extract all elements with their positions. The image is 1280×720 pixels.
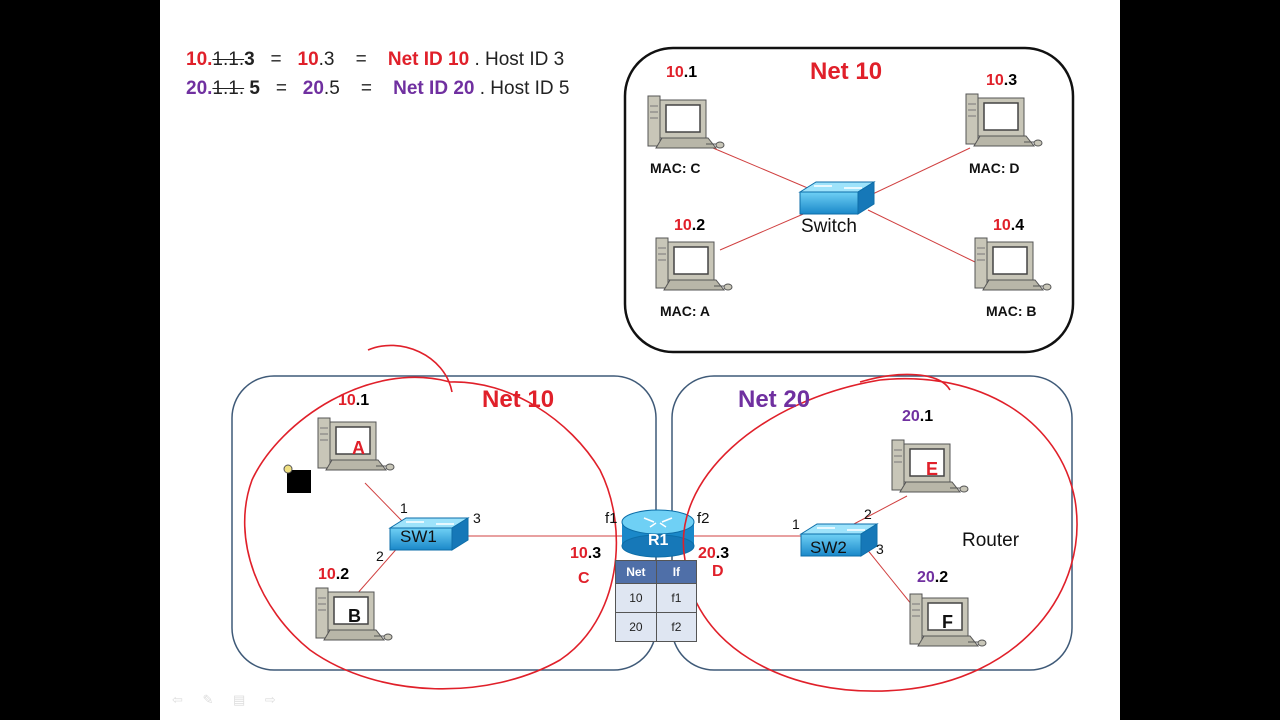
sw1-port-3: 3 bbox=[473, 510, 481, 526]
host-b-ip: 10.2 bbox=[318, 566, 350, 583]
sw2-port-3: 3 bbox=[876, 541, 884, 557]
table-row: 10 f1 bbox=[615, 583, 698, 613]
equation-line-1: 10.1.1.3 = 10.3 = Net ID 10 . Host ID 3 bbox=[186, 49, 564, 71]
inset-pc-c-icon bbox=[647, 95, 725, 149]
net20-title: Net 20 bbox=[738, 386, 811, 413]
inset-pc-d-icon bbox=[965, 93, 1043, 147]
net20-box bbox=[671, 375, 1073, 671]
router-right-ip: 20.3 bbox=[698, 545, 730, 562]
sw2-icon bbox=[799, 523, 879, 557]
host-f-label: F bbox=[942, 612, 953, 632]
router-if-f1: f1 bbox=[605, 510, 618, 527]
eq1-equals-2: = bbox=[355, 49, 367, 70]
eq2-ip-struck: 1.1. bbox=[212, 78, 245, 99]
diagram-canvas bbox=[231, 46, 1078, 692]
eq2-short-host: .5 bbox=[323, 78, 340, 99]
inset-pc-a-icon bbox=[655, 237, 733, 291]
eq2-equals-1: = bbox=[275, 78, 287, 99]
router-left-mac: C bbox=[578, 570, 590, 587]
eq2-ip-net: 20. bbox=[186, 78, 213, 99]
equation-line-2: 20.1.1. 5 = 20.5 = Net ID 20 . Host ID 5 bbox=[186, 78, 569, 100]
inset-mac-d: MAC: D bbox=[969, 160, 1020, 176]
router-left-ip: 10.3 bbox=[570, 545, 602, 562]
eq1-ip-struck: 1.1. bbox=[212, 49, 245, 70]
routing-table-header-net: Net bbox=[615, 560, 657, 584]
routing-table-cell: f2 bbox=[655, 612, 698, 642]
inset-mac-b: MAC: B bbox=[986, 303, 1037, 319]
inset-host-d-ip: 10.3 bbox=[986, 72, 1018, 89]
table-row: 20 f2 bbox=[615, 612, 698, 642]
eq1-equals-1: = bbox=[270, 49, 282, 70]
eq1-ip-host: 3 bbox=[244, 49, 255, 70]
inset-box bbox=[623, 46, 1075, 354]
router-if-f2: f2 bbox=[697, 510, 710, 527]
cursor-icon bbox=[283, 464, 293, 474]
black-square-marker bbox=[287, 470, 311, 493]
eq1-hostid: . Host ID 3 bbox=[474, 49, 565, 70]
inset-mac-c: MAC: C bbox=[650, 160, 701, 176]
sw1-port-1: 1 bbox=[400, 500, 408, 516]
inset-host-b-ip: 10.4 bbox=[993, 217, 1025, 234]
slide: 10.1.1.3 = 10.3 = Net ID 10 . Host ID 3 … bbox=[160, 0, 1120, 720]
routing-table-cell: f1 bbox=[655, 583, 698, 613]
eq1-short-net: 10 bbox=[297, 49, 319, 70]
host-e-label: E bbox=[926, 459, 939, 479]
eq2-short-net: 20 bbox=[302, 78, 324, 99]
inset-host-c-ip: 10.1 bbox=[666, 64, 698, 81]
routing-table-cell: 20 bbox=[615, 612, 657, 642]
host-e-ip: 20.1 bbox=[902, 408, 934, 425]
sw2-port-2: 2 bbox=[864, 506, 872, 522]
inset-mac-a: MAC: A bbox=[660, 303, 711, 319]
routing-table: Net If 10 f1 20 f2 bbox=[615, 560, 698, 642]
inset-switch-icon bbox=[798, 181, 876, 215]
inset-switch-label: Switch bbox=[801, 216, 857, 237]
eq2-hostid: . Host ID 5 bbox=[479, 78, 570, 99]
inset-host-a-ip: 10.2 bbox=[674, 217, 706, 234]
routing-table-cell: 10 bbox=[615, 583, 657, 613]
sw2-port-1: 1 bbox=[792, 516, 800, 532]
handdrawn-annotations bbox=[243, 344, 1078, 692]
inset-pc-b-icon bbox=[974, 237, 1052, 291]
sw1-port-2: 2 bbox=[376, 548, 384, 564]
router-annotation-text: Router bbox=[962, 530, 1020, 551]
host-b-label: B bbox=[348, 606, 361, 626]
router-r1-icon bbox=[621, 509, 695, 558]
host-a-label: A bbox=[352, 438, 365, 458]
bottom-links bbox=[355, 482, 913, 606]
host-a-ip: 10.1 bbox=[338, 392, 370, 409]
sw2-label: SW2 bbox=[810, 538, 847, 557]
sw1-label: SW1 bbox=[400, 527, 437, 546]
eq1-short-host: .3 bbox=[318, 49, 335, 70]
slide-nav-controls[interactable]: ⇦ ✎ ▤ ⇨ bbox=[172, 692, 284, 707]
routing-table-header-if: If bbox=[655, 560, 698, 584]
eq2-ip-host: 5 bbox=[244, 78, 260, 99]
eq2-netid: Net ID 20 bbox=[393, 78, 475, 99]
router-label: R1 bbox=[648, 532, 669, 549]
eq2-equals-2: = bbox=[360, 78, 373, 99]
sw1-icon bbox=[388, 517, 470, 551]
host-f-ip: 20.2 bbox=[917, 569, 949, 586]
inset-title: Net 10 bbox=[810, 58, 883, 85]
router-right-mac: D bbox=[712, 563, 724, 580]
eq1-ip-net: 10. bbox=[186, 49, 213, 70]
net10-title: Net 10 bbox=[482, 386, 555, 413]
eq1-netid: Net ID 10 bbox=[387, 49, 470, 70]
